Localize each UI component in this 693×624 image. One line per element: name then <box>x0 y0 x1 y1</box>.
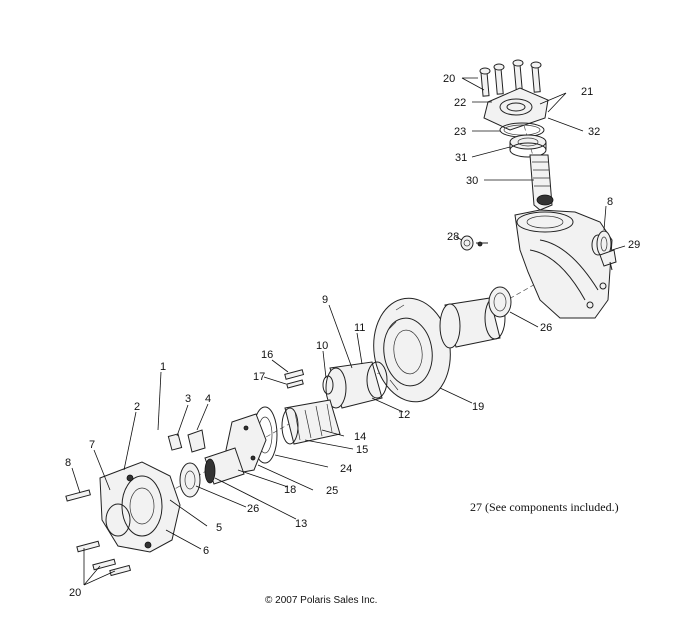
callout-10: 10 <box>316 340 328 352</box>
callout-19: 19 <box>472 401 484 413</box>
front-cover <box>99 461 181 553</box>
callout-21: 21 <box>581 86 593 98</box>
callout-24: 24 <box>340 463 352 475</box>
callout-1: 1 <box>160 361 166 373</box>
callout-12: 12 <box>398 409 410 421</box>
callout-9: 9 <box>322 294 328 306</box>
drum-bearing <box>488 286 512 318</box>
callout-3: 3 <box>185 393 191 405</box>
top-bolts <box>479 59 542 97</box>
callout-4: 4 <box>205 393 211 405</box>
callout-29: 29 <box>628 239 640 251</box>
main-housing <box>514 209 613 319</box>
pinion-bearing <box>509 134 547 158</box>
ring-gear <box>373 297 451 403</box>
clip-bracket <box>187 429 206 453</box>
callout-26-left: 26 <box>247 503 259 515</box>
bearing-cover-plate <box>483 87 549 131</box>
armature-housing <box>325 361 388 409</box>
callout-5: 5 <box>216 522 222 534</box>
leader-lines <box>71 77 626 586</box>
callout-17: 17 <box>253 371 265 383</box>
callout-8-left: 8 <box>65 457 71 469</box>
callout-22: 22 <box>454 97 466 109</box>
callout-11: 11 <box>354 322 365 334</box>
vent-fitting <box>599 249 617 271</box>
components-note: 27 (See components included.) <box>470 500 619 514</box>
callout-28: 28 <box>447 231 459 243</box>
callout-15: 15 <box>356 444 368 456</box>
callout-23: 23 <box>454 126 466 138</box>
callout-14: 14 <box>354 431 366 443</box>
callout-25: 25 <box>326 485 338 497</box>
callout-31: 31 <box>455 152 467 164</box>
callout-7: 7 <box>89 439 95 451</box>
clutch-cage <box>281 399 341 445</box>
snap-ring <box>322 375 334 395</box>
roller-pins <box>284 369 305 389</box>
input-shaft-sleeve <box>204 447 245 485</box>
callout-13: 13 <box>295 518 307 530</box>
callout-6: 6 <box>203 545 209 557</box>
callout-16: 16 <box>261 349 273 361</box>
callout-20-top: 20 <box>443 73 455 85</box>
output-drum <box>439 296 506 349</box>
pinion-gear-shaft <box>529 154 554 211</box>
callout-26-right: 26 <box>540 322 552 334</box>
callout-labels: 20 21 22 23 32 31 30 8 28 29 9 11 10 26 … <box>65 73 640 599</box>
callout-30: 30 <box>466 175 478 187</box>
callout-20-bottom: 20 <box>69 587 81 599</box>
dowel-pin <box>167 433 183 451</box>
callout-8-right: 8 <box>607 196 613 208</box>
copyright: © 2007 Polaris Sales Inc. <box>265 595 377 606</box>
callout-2: 2 <box>134 401 140 413</box>
breather-fitting <box>460 235 488 251</box>
callout-18: 18 <box>284 484 296 496</box>
callout-32: 32 <box>588 126 600 138</box>
input-seal <box>179 462 201 498</box>
